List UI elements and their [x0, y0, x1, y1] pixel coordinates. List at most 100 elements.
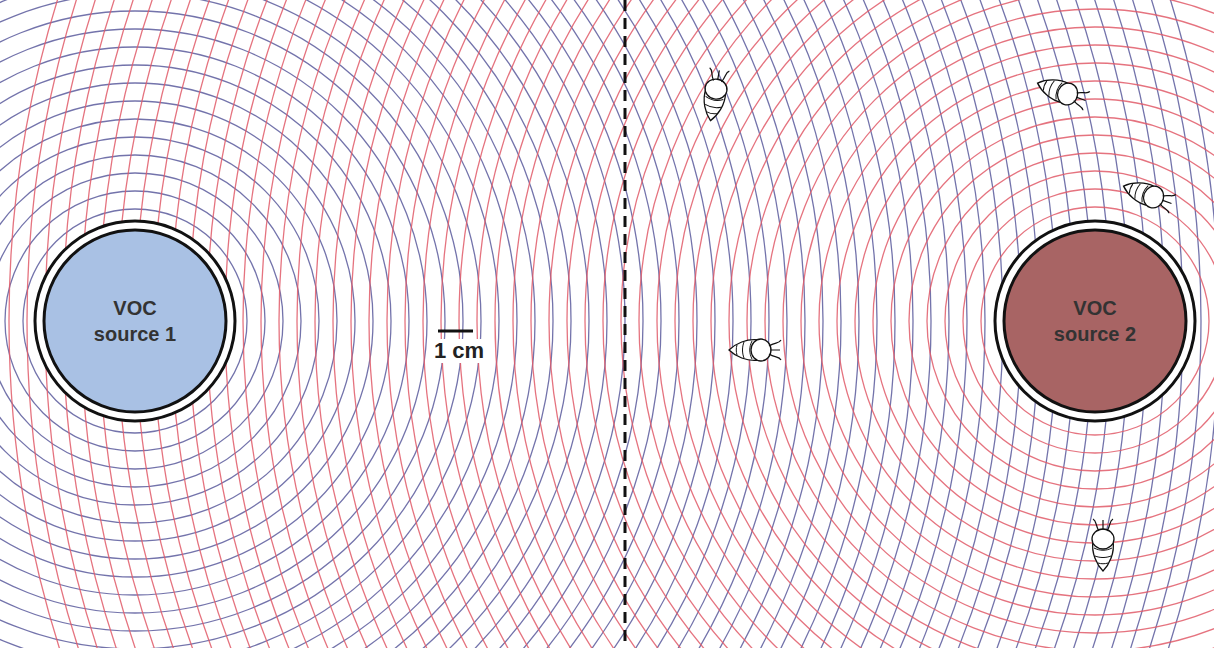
source-circle	[993, 219, 1197, 423]
red-ring	[603, 0, 1214, 648]
snail-lines	[1094, 548, 1112, 564]
midline	[624, 0, 627, 648]
red-ring	[891, 117, 1214, 525]
snail-whorl	[751, 339, 771, 361]
blue-ring	[0, 0, 931, 648]
red-ring	[27, 0, 1214, 648]
text-holder: VOC source 2	[993, 219, 1197, 423]
red-ring	[369, 0, 1214, 648]
red-ring	[459, 0, 1214, 648]
red-ring	[207, 0, 1214, 648]
scale-bar	[438, 330, 473, 333]
red-ring	[711, 0, 1214, 648]
source-label: VOC source 2	[1053, 295, 1137, 347]
red-ring	[441, 0, 1214, 648]
blue-ring	[0, 11, 445, 631]
red-ring	[765, 0, 1214, 648]
red-ring	[513, 0, 1214, 648]
blue-ring	[0, 0, 1129, 648]
blue-ring	[0, 0, 643, 648]
blue-ring	[0, 0, 751, 648]
snail	[729, 339, 781, 361]
red-ring	[9, 0, 1214, 648]
blue-ring	[0, 0, 1057, 648]
blue-ring	[0, 119, 337, 523]
blue-ring	[0, 0, 517, 648]
red-ring	[693, 0, 1214, 648]
blue-ring	[0, 101, 355, 541]
text-holder: VOC source 1	[33, 219, 237, 423]
red-ring	[819, 45, 1214, 597]
snail-foot	[1093, 519, 1113, 531]
red-ring	[747, 0, 1214, 648]
red-ring	[657, 0, 1214, 648]
red-ring	[333, 0, 1214, 648]
red-ring	[315, 0, 1214, 648]
blue-ring	[0, 0, 877, 648]
blue-ring	[23, 209, 247, 433]
snail-lines	[703, 96, 723, 115]
red-ring	[549, 0, 1214, 648]
red-ring	[873, 99, 1214, 543]
blue-ring	[0, 173, 283, 469]
outer-ring	[995, 221, 1195, 421]
source-fill	[1004, 230, 1186, 412]
red-ring	[981, 207, 1209, 435]
red-ring	[639, 0, 1214, 648]
blue-ring	[0, 47, 409, 595]
red-ring	[351, 0, 1214, 648]
snail-lines	[736, 341, 752, 359]
scale-label: 1 cm	[432, 339, 486, 363]
blue-ring	[0, 155, 301, 487]
blue-ring	[0, 0, 697, 648]
red-ring	[153, 0, 1214, 648]
red-ring	[945, 171, 1214, 471]
red-ring	[243, 0, 1214, 648]
blue-ring	[0, 0, 553, 648]
red-ring	[675, 0, 1214, 648]
red-ring	[405, 0, 1214, 648]
blue-ring	[0, 0, 1165, 648]
red-ring	[81, 0, 1214, 648]
blue-ring	[0, 65, 391, 577]
red-ring	[279, 0, 1214, 648]
red-ring	[261, 0, 1214, 648]
snail-lines	[1127, 180, 1148, 202]
red-ring	[729, 0, 1214, 648]
red-ring	[117, 0, 1214, 648]
red-ring	[45, 0, 1214, 648]
voc-source: VOC source 1	[33, 219, 237, 423]
red-ring	[909, 135, 1214, 507]
blue-ring	[0, 29, 427, 613]
red-ring	[423, 0, 1214, 648]
blue-ring	[0, 0, 535, 648]
blue-ring	[0, 0, 787, 648]
snail	[1092, 519, 1114, 571]
blue-ring	[0, 0, 607, 648]
blue-ring	[0, 0, 571, 648]
red-ring	[801, 27, 1214, 615]
red-ring	[189, 0, 1214, 648]
blue-ring	[0, 0, 769, 648]
red-ring	[297, 0, 1214, 648]
red-ring	[99, 0, 1214, 648]
outer-ring	[35, 221, 235, 421]
source-label: VOC source 1	[93, 295, 177, 347]
red-ring	[135, 0, 1214, 648]
red-ring	[567, 0, 1214, 648]
voc-source: VOC source 2	[993, 219, 1197, 423]
source-fill	[44, 230, 226, 412]
red-ring	[171, 0, 1214, 648]
red-ring	[621, 0, 1214, 648]
blue-ring	[0, 0, 805, 648]
blue-ring	[0, 0, 499, 648]
blue-ring	[0, 0, 481, 648]
red-rings	[9, 0, 1214, 648]
red-ring	[837, 63, 1214, 579]
snail-foot	[708, 68, 730, 83]
snail-lines	[1041, 77, 1062, 99]
red-ring	[963, 189, 1214, 453]
source-circle	[33, 219, 237, 423]
blue-ring	[0, 0, 1093, 648]
